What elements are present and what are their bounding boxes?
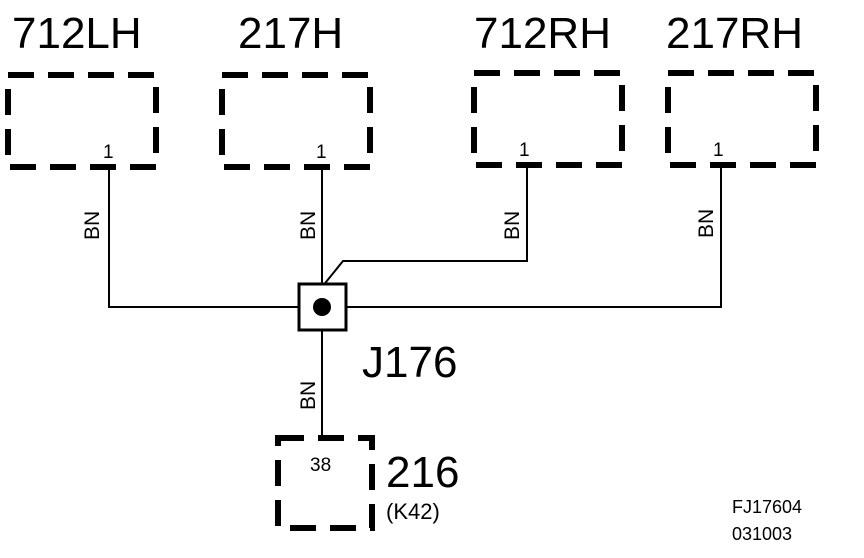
splice-box xyxy=(297,282,348,332)
connector-216-pin: 38 xyxy=(310,455,331,476)
wire-712rh-color: BN xyxy=(501,211,524,240)
wire-217rh-color: BN xyxy=(695,209,718,238)
connector-217rh-pin: 1 xyxy=(713,140,724,161)
connector-712lh: 712LH 1 xyxy=(5,9,159,170)
wire-712lh xyxy=(108,167,299,308)
splice-label: J176 xyxy=(362,338,457,387)
connector-712rh: 712RH 1 xyxy=(471,9,625,168)
connector-712lh-pin: 1 xyxy=(103,142,114,163)
connector-217h-pin: 1 xyxy=(316,142,327,163)
connector-217rh-label: 217RH xyxy=(666,9,803,58)
connector-712rh-pin: 1 xyxy=(519,140,530,161)
wire-712lh-color: BN xyxy=(81,211,104,240)
splice-j176: J176 xyxy=(297,282,457,387)
connector-217h-box xyxy=(219,72,373,170)
figure-ref-date: 031003 xyxy=(732,524,792,544)
connector-216-box xyxy=(275,435,375,531)
connector-217h: 217H 1 xyxy=(219,9,373,170)
connector-217h-label: 217H xyxy=(238,9,343,58)
figure-ref-code: FJ17604 xyxy=(732,497,802,517)
connector-216-label: 216 xyxy=(386,448,459,497)
wire-712rh xyxy=(321,165,528,288)
wire-217h-color: BN xyxy=(297,211,320,240)
connector-217rh: 217RH 1 xyxy=(665,9,819,168)
connector-216-sublabel: (K42) xyxy=(386,499,440,524)
connector-217rh-box xyxy=(665,70,819,168)
connector-712rh-label: 712RH xyxy=(474,9,611,58)
wire-216-color: BN xyxy=(297,381,320,410)
connector-712lh-label: 712LH xyxy=(12,9,142,58)
wires xyxy=(108,165,722,438)
connector-216: 38 216 (K42) xyxy=(275,435,459,531)
splice-dot xyxy=(313,298,331,316)
connector-712rh-box xyxy=(471,70,625,168)
wire-217rh xyxy=(347,165,722,308)
connector-712lh-box xyxy=(5,72,159,170)
